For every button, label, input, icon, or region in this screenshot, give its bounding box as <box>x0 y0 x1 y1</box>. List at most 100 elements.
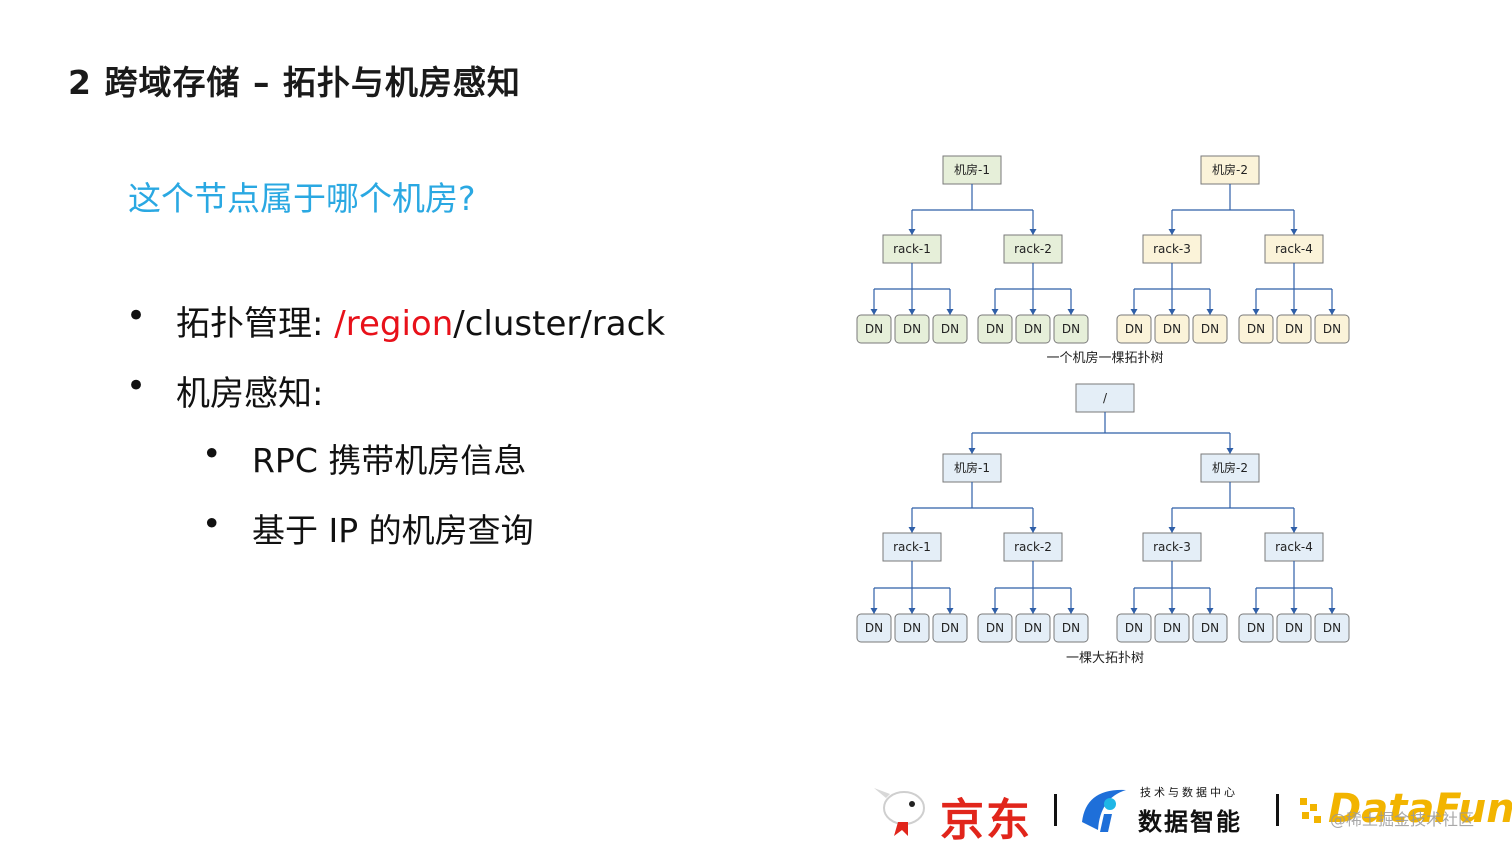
watermark: @稀土掘金技术社区 <box>1330 810 1475 829</box>
leaf-node-dn <box>1015 613 1051 643</box>
leaf-node-dn <box>1053 613 1089 643</box>
arrow-head <box>1067 608 1075 614</box>
arrow-head <box>1206 309 1214 315</box>
leaf-node-dn <box>1276 613 1312 643</box>
room-node-label: 机房-1 <box>954 460 990 475</box>
leaf-node-dn <box>1154 613 1190 643</box>
leaf-node-dn <box>856 613 892 643</box>
bullet-label: 机房感知: <box>176 374 324 414</box>
leaf-node-dn <box>1314 613 1350 643</box>
arrow-head <box>870 309 878 315</box>
rack-node <box>1142 532 1202 562</box>
path-region: /region <box>334 304 454 344</box>
arrow-head <box>1029 229 1037 235</box>
arrow-head <box>946 608 954 614</box>
arrow-head <box>1067 309 1075 315</box>
bullet-dot: • <box>202 434 222 473</box>
leaf-node-dn <box>894 613 930 643</box>
divider <box>1276 794 1279 826</box>
leaf-node-dn-label: DN <box>903 621 921 635</box>
rack-node <box>1003 234 1063 264</box>
bullet-label: RPC 携带机房信息 <box>252 441 527 480</box>
arrow-head <box>991 309 999 315</box>
bottom-tree-caption: 一棵大拓扑树 <box>1066 651 1144 666</box>
leaf-node-dn <box>1116 314 1152 344</box>
rack-node-label: rack-2 <box>1014 242 1052 256</box>
arrow-head <box>1252 608 1260 614</box>
footer-logos: 京东 技术与数据中心 数据智能 DataFun. @稀土掘金技术社区 <box>860 776 1512 846</box>
divider <box>1054 794 1057 826</box>
jd-dog-icon <box>874 788 925 836</box>
room-node <box>1200 453 1260 483</box>
path-rest: /cluster/rack <box>453 304 666 344</box>
bullet-dot: • <box>126 366 147 406</box>
leaf-node-dn-label: DN <box>903 322 921 336</box>
arrow-head <box>908 608 916 614</box>
leaf-node-dn <box>977 314 1013 344</box>
slide-title: 2 跨域存储 – 拓扑与机房感知 <box>68 63 521 102</box>
arrow-head <box>1168 229 1176 235</box>
leaf-node-dn-label: DN <box>1323 621 1341 635</box>
room-node <box>1200 155 1260 185</box>
leaf-node-dn-label: DN <box>1024 621 1042 635</box>
rack-node-label: rack-4 <box>1275 540 1313 554</box>
leaf-node-dn <box>1238 613 1274 643</box>
arrow-head <box>908 309 916 315</box>
leaf-node-dn-label: DN <box>941 322 959 336</box>
arrow-head <box>1029 527 1037 533</box>
arrow-head <box>908 527 916 533</box>
leaf-node-dn-label: DN <box>941 621 959 635</box>
leaf-node-dn-label: DN <box>986 322 1004 336</box>
room-node-label: 机房-1 <box>954 162 990 177</box>
leaf-node-dn-label: DN <box>986 621 1004 635</box>
arrow-head <box>1130 608 1138 614</box>
arrow-head <box>1168 309 1176 315</box>
arrow-head <box>1252 309 1260 315</box>
leaf-node-dn <box>932 314 968 344</box>
rack-node <box>882 234 942 264</box>
arrow-head <box>1290 229 1298 235</box>
leaf-node-dn <box>1238 314 1274 344</box>
top-tree-caption: 一个机房一棵拓扑树 <box>1046 350 1163 366</box>
rack-node-label: rack-3 <box>1153 540 1191 554</box>
room-node-label: 机房-2 <box>1212 460 1248 475</box>
arrow-head <box>1130 309 1138 315</box>
leaf-node-dn <box>1276 314 1312 344</box>
leaf-node-dn <box>1314 314 1350 344</box>
arrow-head <box>1328 309 1336 315</box>
leaf-node-dn-label: DN <box>1247 621 1265 635</box>
arrow-head <box>1328 608 1336 614</box>
leaf-node-dn <box>1015 314 1051 344</box>
root-node-label: / <box>1103 391 1108 405</box>
leaf-node-dn-label: DN <box>1125 322 1143 336</box>
arrow-head <box>1290 309 1298 315</box>
rack-node-label: rack-3 <box>1153 242 1191 256</box>
arrow-head <box>1029 608 1037 614</box>
arrow-head <box>1029 309 1037 315</box>
center-logo-title: 数据智能 <box>1138 808 1242 836</box>
leaf-node-dn <box>1116 613 1152 643</box>
bullet-dot: • <box>202 504 222 543</box>
arrow-head <box>1206 608 1214 614</box>
leaf-node-dn-label: DN <box>1247 322 1265 336</box>
data-intelligence-icon <box>1082 789 1126 832</box>
arrow-head <box>1290 527 1298 533</box>
leaf-node-dn <box>894 314 930 344</box>
leaf-node-dn-label: DN <box>1163 322 1181 336</box>
leaf-node-dn <box>1154 314 1190 344</box>
leaf-node-dn-label: DN <box>1024 322 1042 336</box>
leaf-node-dn <box>1192 613 1228 643</box>
leaf-node-dn-label: DN <box>1201 322 1219 336</box>
leaf-node-dn-label: DN <box>865 621 883 635</box>
rack-node <box>1003 532 1063 562</box>
rack-node-label: rack-1 <box>893 242 931 256</box>
leaf-node-dn-label: DN <box>1163 621 1181 635</box>
leaf-node-dn-label: DN <box>1125 621 1143 635</box>
center-logo-subtitle: 技术与数据中心 <box>1140 786 1238 799</box>
leaf-node-dn-label: DN <box>1062 621 1080 635</box>
root-node <box>1075 383 1135 413</box>
leaf-node-dn-label: DN <box>1285 322 1303 336</box>
room-node-label: 机房-2 <box>1212 162 1248 177</box>
datafun-dots-icon <box>1300 798 1321 823</box>
